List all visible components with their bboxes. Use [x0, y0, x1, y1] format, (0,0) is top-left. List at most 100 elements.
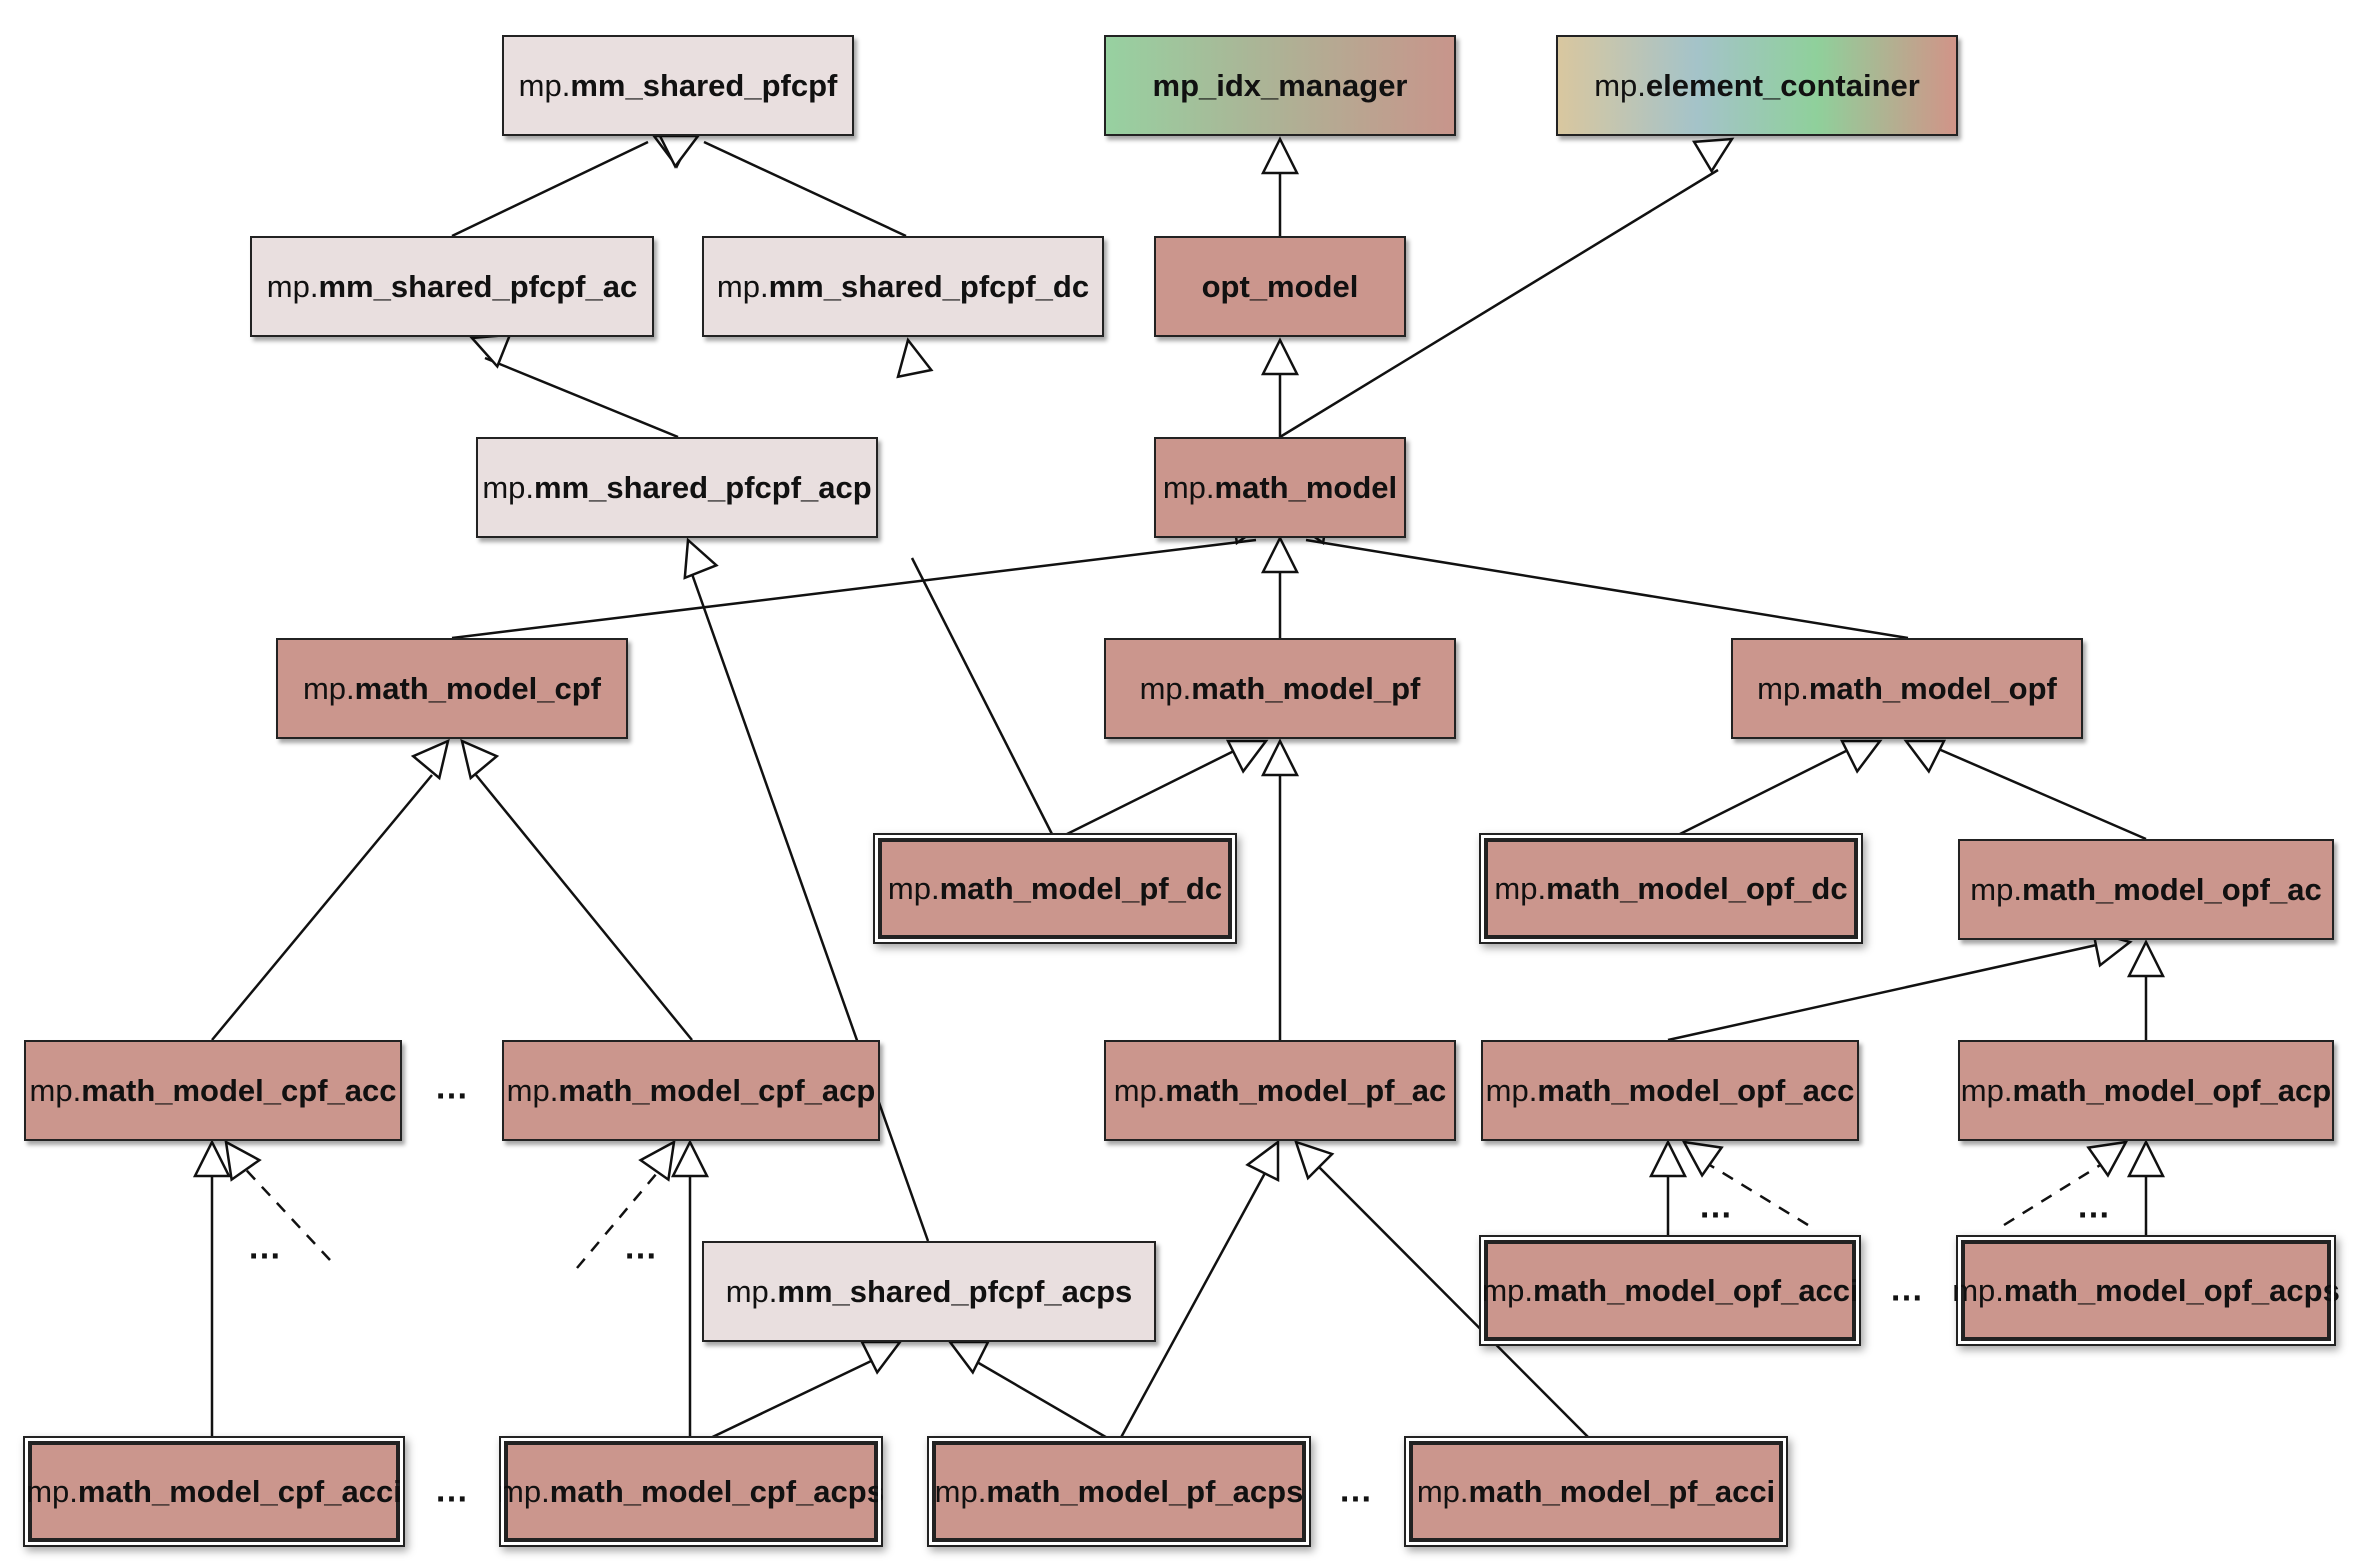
node-mp-idx-manager: mp_idx_manager: [1104, 35, 1456, 136]
ellipsis: …: [434, 1471, 470, 1510]
inheritance-arrowhead: [657, 134, 701, 169]
inheritance-arrowhead: [683, 537, 719, 580]
inheritance-arrowhead: [2086, 1140, 2129, 1178]
inheritance-edge: [1919, 739, 2147, 841]
inheritance-arrowhead: [1903, 739, 1947, 774]
node-prefix: mp.: [934, 1473, 987, 1509]
inheritance-arrowhead: [947, 1340, 991, 1375]
inheritance-arrowhead: [1245, 1139, 1280, 1183]
node-label: math_model_opf_acps: [2003, 1272, 2340, 1308]
inheritance-edge: [699, 1349, 893, 1445]
dashed-edge: [235, 1158, 331, 1261]
inheritance-edge: [1054, 739, 1255, 842]
node-math-model-opf-acc: mp.math_model_opf_acc: [1481, 1040, 1859, 1141]
inheritance-arrowhead: [224, 1139, 262, 1182]
node-prefix: mp.: [1952, 1272, 2004, 1308]
node-mm-shared-pfcpf-ac: mp.mm_shared_pfcpf_ac: [250, 236, 654, 337]
node-prefix: mp.: [302, 670, 355, 706]
node-prefix: mp.: [498, 1473, 550, 1509]
dashed-edge: [576, 1159, 669, 1269]
node-prefix: mp.: [482, 469, 534, 505]
node-math-model-pf-dc: mp.math_model_pf_dc: [875, 835, 1235, 942]
node-prefix: mp.: [725, 1273, 778, 1309]
inheritance-edge: [451, 140, 649, 238]
node-label: math_model_pf_acci: [1468, 1473, 1776, 1509]
node-prefix: mp.: [1757, 670, 1809, 706]
node-prefix: mp.: [29, 1072, 82, 1108]
inheritance-edge: [690, 573, 930, 1242]
inheritance-arrowhead: [192, 1139, 232, 1178]
node-label: math_model_opf_acci: [1533, 1272, 1859, 1308]
node-prefix: mp.: [518, 67, 571, 103]
node-label: math_model_pf_dc: [939, 870, 1223, 906]
node-label: math_model: [1214, 469, 1398, 505]
inheritance-edge: [1116, 1172, 1267, 1444]
node-math-model-pf: mp.math_model_pf: [1104, 638, 1456, 739]
node-label: mm_shared_pfcpf: [570, 67, 838, 103]
node-label: math_model_opf_dc: [1546, 870, 1848, 906]
inheritance-edge: [1279, 168, 1719, 439]
node-prefix: mp.: [1416, 1473, 1469, 1509]
inheritance-arrowhead: [1294, 1140, 1335, 1181]
inheritance-arrowhead: [896, 337, 934, 379]
inheritance-edge: [475, 774, 693, 1041]
node-label: math_model_pf: [1191, 670, 1421, 706]
node-math-model-cpf-acp: mp.math_model_cpf_acp: [502, 1040, 880, 1141]
inheritance-arrowhead: [1691, 137, 1735, 174]
node-prefix: mp.: [1494, 870, 1547, 906]
node-math-model-pf-acps: mp.math_model_pf_acps: [929, 1438, 1309, 1545]
inheritance-edge: [1305, 538, 1909, 640]
inheritance-arrowhead: [1648, 1139, 1688, 1178]
node-label: mm_shared_pfcpf_acps: [777, 1273, 1133, 1309]
node-label: math_model_cpf_acps: [549, 1473, 884, 1509]
node-math-model-pf-acci: mp.math_model_pf_acci: [1406, 1438, 1786, 1545]
node-label: math_model_pf_ac: [1165, 1072, 1447, 1108]
node-math-model-opf: mp.math_model_opf: [1731, 638, 2083, 739]
node-prefix: mp.: [716, 268, 769, 304]
ellipsis: …: [1698, 1187, 1734, 1226]
node-mm-shared-pfcpf-dc: mp.mm_shared_pfcpf_dc: [702, 236, 1104, 337]
node-label: math_model_opf_acp: [2012, 1072, 2332, 1108]
inheritance-edge: [910, 557, 1057, 841]
node-math-model-opf-ac: mp.math_model_opf_ac: [1958, 839, 2334, 940]
node-math-model-opf-acci: mp.math_model_opf_acci: [1481, 1237, 1859, 1344]
node-prefix: mp.: [1485, 1072, 1538, 1108]
node-math-model-opf-dc: mp.math_model_opf_dc: [1481, 835, 1861, 942]
node-label: math_model_opf: [1808, 670, 2057, 706]
node-math-model-cpf-acc: mp.math_model_cpf_acc: [24, 1040, 402, 1141]
node-mm-shared-pfcpf-acp: mp.mm_shared_pfcpf_acp: [476, 437, 878, 538]
inheritance-arrowhead: [2126, 1139, 2166, 1178]
ellipsis: …: [1338, 1471, 1374, 1510]
node-prefix: mp.: [1113, 1072, 1166, 1108]
inheritance-arrowhead: [460, 738, 500, 781]
inheritance-arrowhead: [1839, 739, 1883, 774]
node-math-model-cpf-acci: mp.math_model_cpf_acci: [25, 1438, 403, 1545]
ellipsis: …: [2076, 1187, 2112, 1226]
node-label: element_container: [1645, 67, 1920, 103]
node-opt-model: opt_model: [1154, 236, 1406, 337]
inheritance-arrowhead: [1681, 1140, 1724, 1178]
inheritance-arrowhead: [1225, 739, 1269, 774]
node-prefix: mp.: [1139, 670, 1192, 706]
inheritance-edge: [211, 774, 433, 1041]
node-math-model-opf-acp: mp.math_model_opf_acp: [1958, 1040, 2334, 1141]
ellipsis: …: [1889, 1270, 1925, 1309]
inheritance-edge: [1667, 940, 2111, 1042]
inheritance-arrowhead: [1260, 337, 1300, 376]
node-label: math_model_opf_acc: [1537, 1072, 1855, 1108]
node-math-model-pf-ac: mp.math_model_pf_ac: [1104, 1040, 1456, 1141]
inheritance-edge: [703, 140, 907, 238]
inheritance-edge: [957, 1349, 1117, 1445]
node-prefix: mp.: [26, 1473, 78, 1509]
node-prefix: mp.: [1594, 67, 1646, 103]
node-element-container: mp.element_container: [1556, 35, 1958, 136]
node-prefix: mp.: [1162, 469, 1215, 505]
node-prefix: mp.: [266, 268, 319, 304]
inheritance-arrowhead: [1260, 535, 1300, 574]
node-prefix: mp.: [1481, 1272, 1534, 1308]
node-math-model-opf-acps: mp.math_model_opf_acps: [1952, 1237, 2340, 1344]
inheritance-arrowhead: [859, 1340, 903, 1375]
node-label: opt_model: [1201, 268, 1359, 304]
